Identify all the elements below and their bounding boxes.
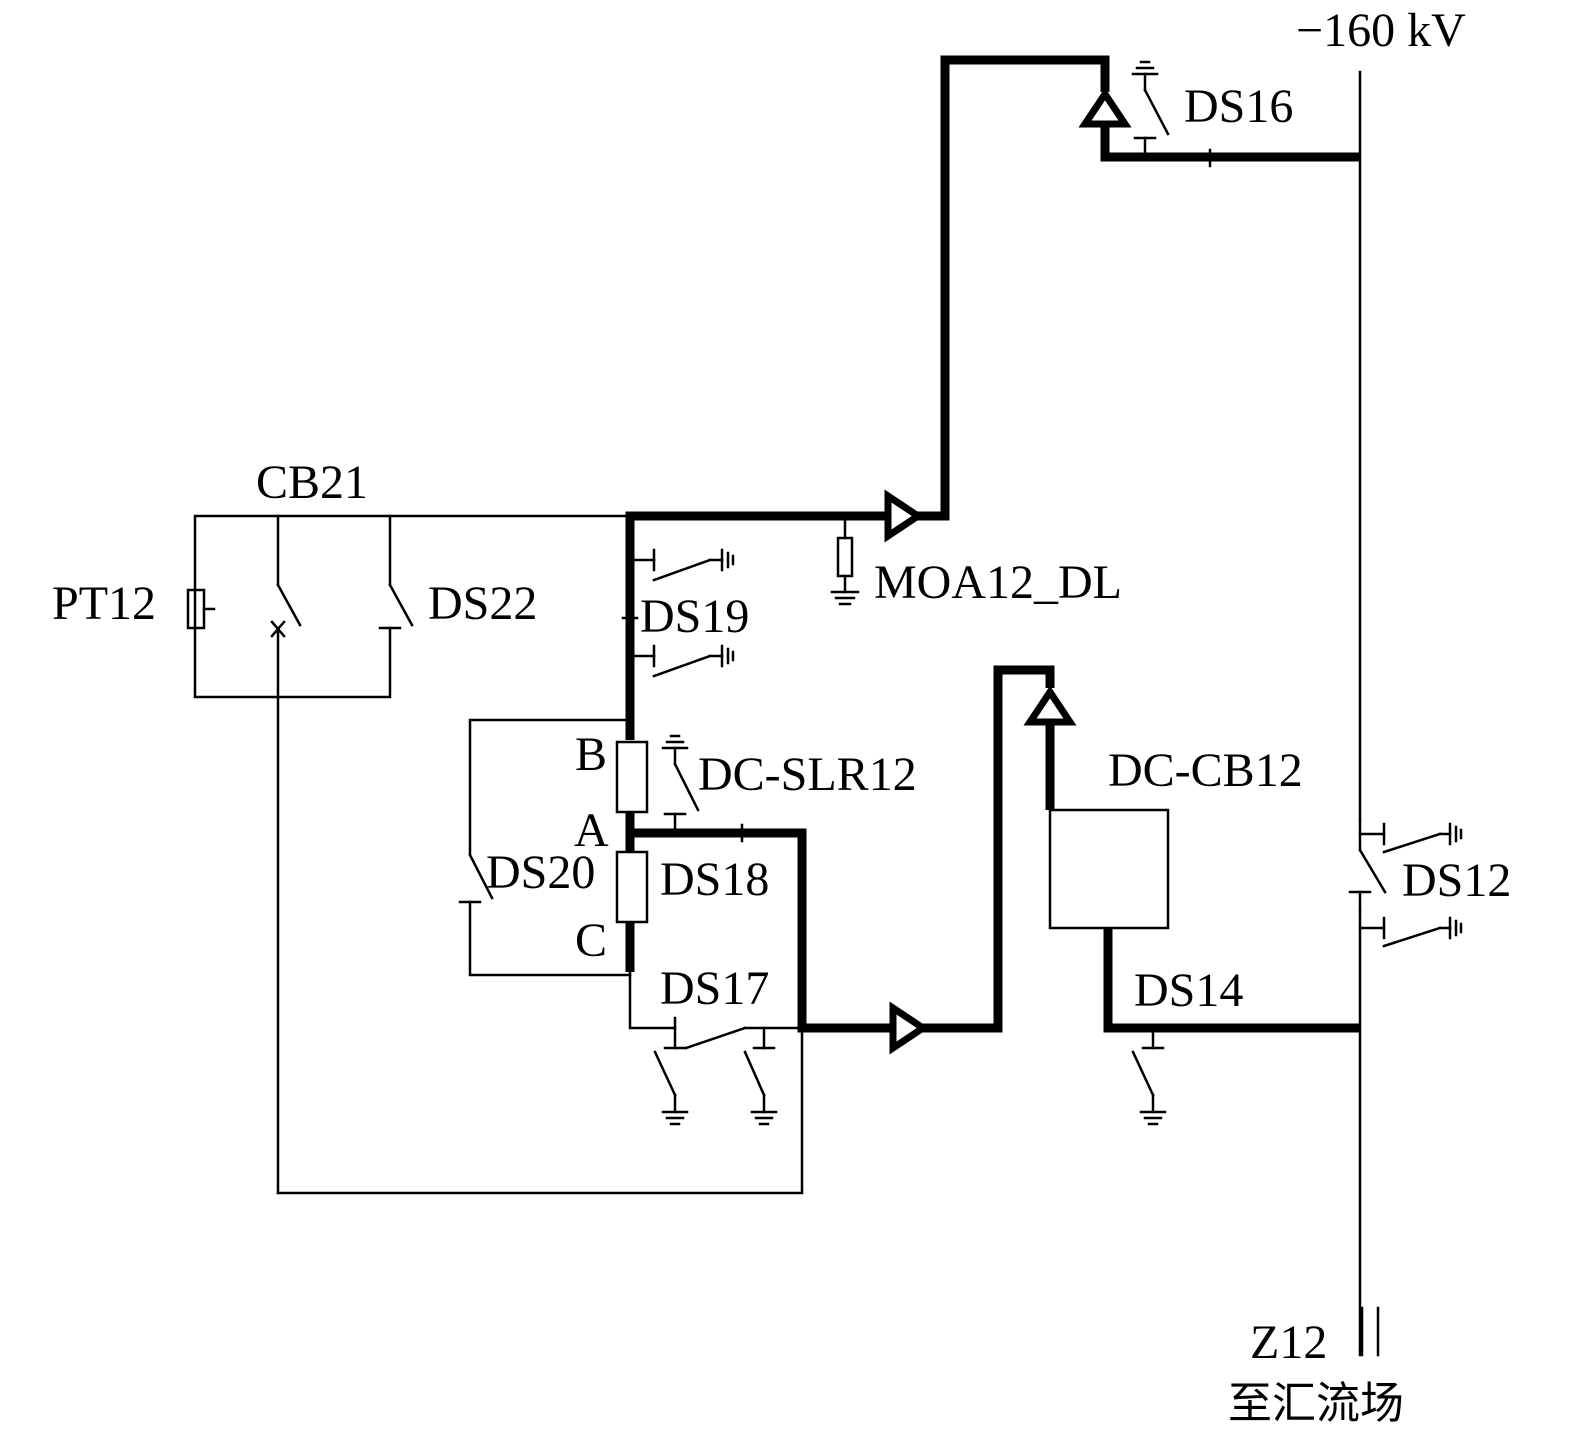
moa12-label: MOA12_DL: [874, 556, 1122, 609]
ds18-resistor: [615, 850, 649, 972]
dc-slr12-label: DC-SLR12: [698, 748, 917, 801]
dc-cb12-branch: [889, 665, 1360, 1055]
pt12-label: PT12: [52, 577, 156, 630]
moa12-arrester: [830, 514, 860, 606]
ds17-label: DS17: [660, 962, 769, 1015]
ds18-label: DS18: [660, 853, 769, 906]
ds12-earth-switch-lower: [1358, 916, 1463, 948]
ds16-branch: [915, 55, 1360, 521]
ds22-disconnector: [378, 583, 414, 630]
ds19-earth-switch-lower: [628, 644, 735, 678]
ds16-label: DS16: [1184, 80, 1293, 133]
destination-label: 至汇流场: [1228, 1378, 1404, 1429]
ds12-label: DS12: [1402, 854, 1511, 907]
ds20-disconnector: [458, 718, 632, 977]
ds14-earth-switch: [1131, 1026, 1167, 1126]
voltage-label: −160 kV: [1296, 4, 1466, 57]
node-a-label: A: [574, 804, 609, 857]
ds14-label: DS14: [1134, 964, 1243, 1017]
node-b-label: B: [575, 728, 607, 781]
node-c-label: C: [575, 914, 607, 967]
z12-label: Z12: [1250, 1316, 1327, 1369]
ds17-switch: [628, 970, 804, 1050]
cb21-loop: [193, 514, 632, 699]
dc-cb12-label: DC-CB12: [1108, 744, 1303, 797]
a-node-branch: [630, 828, 890, 1033]
ds19-earth-switch-upper: [628, 548, 735, 582]
ds20-label: DS20: [486, 846, 595, 899]
ds16-earth-switch: [1131, 60, 1170, 159]
bottom-return-line: [276, 1028, 804, 1195]
cb21-label: CB21: [256, 456, 368, 509]
ds17-earth-switch-right: [743, 1050, 778, 1126]
z12-terminal: [1358, 1306, 1380, 1357]
ds22-label: DS22: [428, 577, 537, 630]
ds12-earth-switch-upper: [1358, 822, 1463, 854]
ds17-earth-switch-left: [653, 1050, 689, 1126]
pt12-transformer: [186, 588, 216, 630]
cb21-breaker: [270, 583, 302, 1195]
dc-slr12-switch: [661, 734, 700, 835]
ds19-label: DS19: [640, 590, 749, 643]
